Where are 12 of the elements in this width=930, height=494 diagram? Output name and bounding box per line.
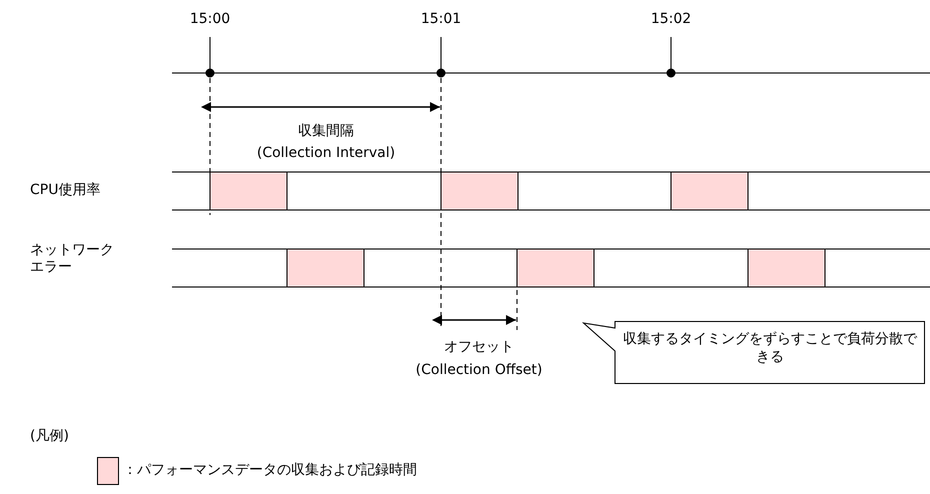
row-label: CPU使用率 bbox=[30, 182, 100, 199]
dimension-label: オフセット bbox=[443, 339, 515, 356]
time-label: 15:00 bbox=[188, 11, 232, 28]
row-label: ネットワークエラー bbox=[30, 242, 115, 276]
legend-text: ：パフォーマンスデータの収集および記録時間 bbox=[123, 462, 417, 479]
dimension-label: 収集間隔 bbox=[297, 123, 355, 140]
legend-heading: (凡例) bbox=[30, 428, 69, 445]
dimension-label: (Collection Offset) bbox=[414, 362, 544, 379]
callout-text: 収集するタイミングをずらすことで負荷分散できる bbox=[623, 330, 917, 366]
time-label: 15:02 bbox=[650, 11, 692, 28]
time-label: 15:01 bbox=[420, 11, 462, 28]
dimension-label: (Collection Interval) bbox=[256, 145, 396, 162]
